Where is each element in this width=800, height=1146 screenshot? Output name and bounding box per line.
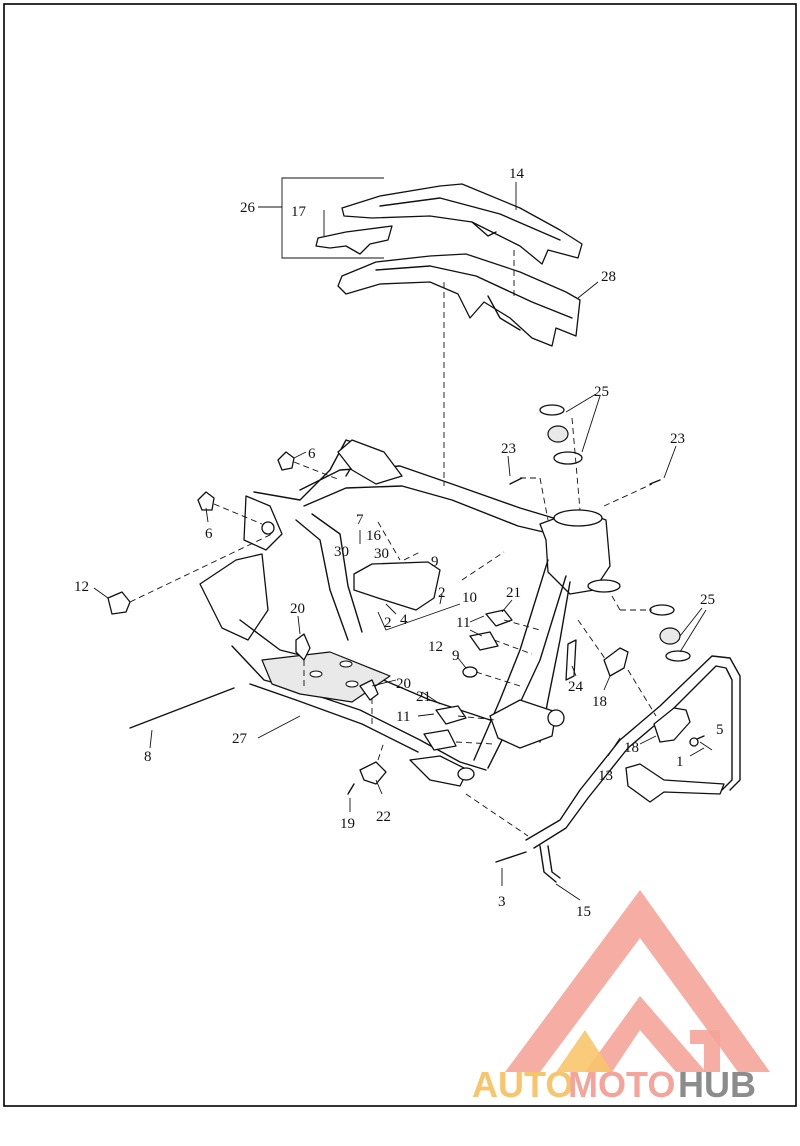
callout-23-right: 23 <box>670 431 685 447</box>
clip-9 <box>462 666 478 678</box>
callout-22: 22 <box>376 809 391 825</box>
clip-22 <box>359 761 387 785</box>
callout-8: 8 <box>144 749 152 765</box>
watermark-moto: MOTO <box>568 1064 675 1105</box>
callout-9-upper: 9 <box>431 554 439 570</box>
callout-25-upper: 25 <box>594 384 609 400</box>
callout-15: 15 <box>576 904 591 920</box>
plate-24 <box>565 639 577 681</box>
callout-25-lower: 25 <box>700 592 715 608</box>
clip-20-upper <box>295 633 311 661</box>
callout-labels: 14 26 17 28 25 23 23 6 6 7 16 30 30 9 12… <box>74 166 724 920</box>
automotohub-logo <box>505 890 770 1072</box>
top-cover-28 <box>337 253 581 347</box>
callout-18-lower: 18 <box>624 740 639 756</box>
cable-strap-8 <box>129 687 235 729</box>
bearing-set-25-upper <box>539 404 583 465</box>
callout-19: 19 <box>340 816 355 832</box>
callout-23-left: 23 <box>501 441 516 457</box>
callout-20-lower: 20 <box>396 676 411 692</box>
callout-20-upper: 20 <box>290 601 305 617</box>
callout-11-lower: 11 <box>396 709 410 725</box>
watermark-auto: AUTO <box>472 1064 573 1105</box>
callout-18-upper: 18 <box>592 694 607 710</box>
nut-6-left <box>197 491 215 511</box>
watermark-hub: HUB <box>678 1064 756 1105</box>
nut-6-upper <box>277 451 295 471</box>
main-frame <box>199 439 621 787</box>
strap-11-upper <box>469 631 499 651</box>
bracket-18-lower <box>653 707 691 743</box>
bushing-12 <box>107 591 131 615</box>
screw-19 <box>347 783 355 795</box>
diagram-border <box>3 3 797 1107</box>
callout-21-upper: 21 <box>506 585 521 601</box>
callout-21-lower: 21 <box>416 689 431 705</box>
callout-4: 4 <box>400 612 408 628</box>
assembly-lines <box>129 250 657 837</box>
callout-26: 26 <box>240 200 256 216</box>
callout-14: 14 <box>509 166 525 182</box>
callout-2-right: 2 <box>438 585 446 601</box>
callout-9-lower: 9 <box>452 648 460 664</box>
bracket-26 <box>281 177 384 259</box>
callout-13: 13 <box>598 768 613 784</box>
side-panel-16 <box>353 561 441 611</box>
callout-6-upper: 6 <box>308 446 316 462</box>
engine-guard-13 <box>525 655 741 883</box>
bearing-set-25-lower <box>649 604 691 662</box>
callout-3: 3 <box>498 894 506 910</box>
callout-28: 28 <box>601 269 616 285</box>
callout-27: 27 <box>232 731 248 747</box>
callout-12-lower: 12 <box>428 639 443 655</box>
callout-2-left: 2 <box>384 615 392 631</box>
clamp-21-upper <box>485 609 513 627</box>
bolt-23-left <box>509 477 523 485</box>
callout-12-left: 12 <box>74 579 89 595</box>
bolt-3 <box>495 851 527 863</box>
clamp-21-lower <box>435 705 467 725</box>
callout-10: 10 <box>462 590 477 606</box>
bracket-17 <box>315 225 393 255</box>
top-cover-14 <box>341 183 583 265</box>
callout-17: 17 <box>291 204 307 220</box>
callout-11-upper: 11 <box>456 615 470 631</box>
callout-7: 7 <box>356 512 364 528</box>
callout-16: 16 <box>366 528 382 544</box>
strap-11-lower <box>423 729 457 751</box>
callout-30-right: 30 <box>374 546 389 562</box>
callout-30-left: 30 <box>334 544 349 560</box>
bracket-18-upper <box>603 647 629 677</box>
bolt-23-right <box>649 479 661 485</box>
callout-24: 24 <box>568 679 584 695</box>
callout-6-left: 6 <box>205 526 213 542</box>
clip-20-lower <box>359 679 379 701</box>
callout-1: 1 <box>676 754 684 770</box>
leader-lines <box>93 182 713 901</box>
callout-5: 5 <box>716 722 724 738</box>
